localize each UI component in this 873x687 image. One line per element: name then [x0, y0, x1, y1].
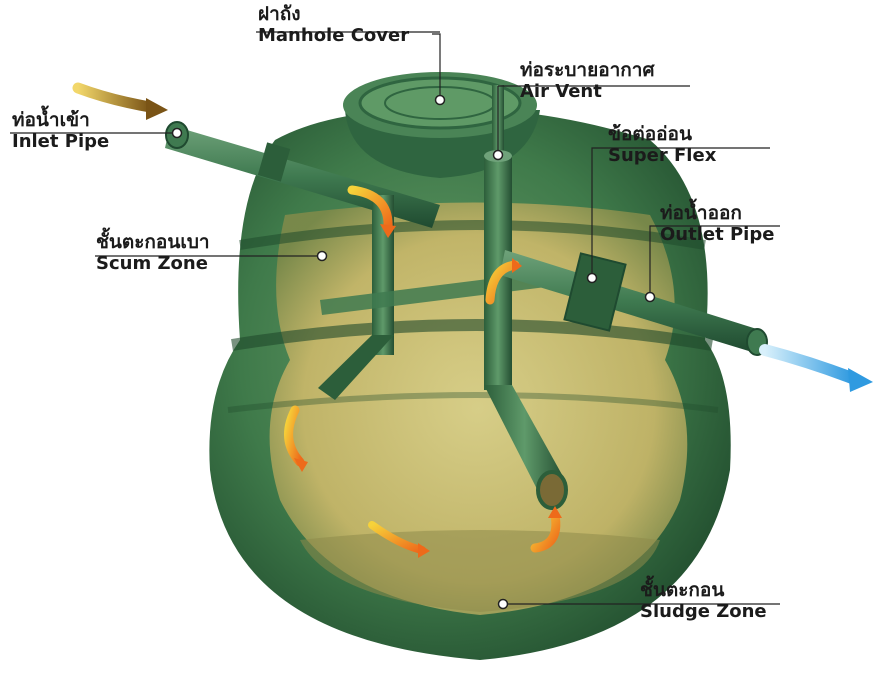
label-outlet-pipe-th: ท่อน้ำออก — [660, 203, 774, 225]
label-scum-zone: ชั้นตะกอนเบา Scum Zone — [96, 232, 210, 275]
label-sludge-zone-th: ชั้นตะกอน — [640, 580, 767, 602]
label-air-vent: ท่อระบายอากาศ Air Vent — [520, 60, 690, 103]
label-air-vent-en: Air Vent — [520, 82, 690, 103]
label-super-flex-th: ข้อต่ออ่อน — [608, 124, 716, 146]
label-inlet-pipe-en: Inlet Pipe — [12, 132, 109, 153]
label-outlet-pipe-en: Outlet Pipe — [660, 225, 774, 246]
label-scum-zone-en: Scum Zone — [96, 254, 210, 275]
label-manhole-cover: ฝาถัง Manhole Cover — [258, 4, 409, 47]
label-manhole-cover-th: ฝาถัง — [258, 4, 409, 26]
label-sludge-zone-en: Sludge Zone — [640, 602, 767, 623]
label-manhole-cover-en: Manhole Cover — [258, 26, 409, 47]
tank-body — [209, 108, 730, 660]
label-scum-zone-th: ชั้นตะกอนเบา — [96, 232, 210, 254]
label-inlet-pipe-th: ท่อน้ำเข้า — [12, 110, 109, 132]
outflow-arrow — [765, 350, 873, 392]
label-super-flex: ข้อต่ออ่อน Super Flex — [608, 124, 716, 167]
label-outlet-pipe: ท่อน้ำออก Outlet Pipe — [660, 203, 774, 246]
label-sludge-zone: ชั้นตะกอน Sludge Zone — [640, 580, 767, 623]
label-air-vent-th: ท่อระบายอากาศ — [520, 60, 690, 82]
label-inlet-pipe: ท่อน้ำเข้า Inlet Pipe — [12, 110, 109, 153]
label-super-flex-en: Super Flex — [608, 146, 716, 167]
